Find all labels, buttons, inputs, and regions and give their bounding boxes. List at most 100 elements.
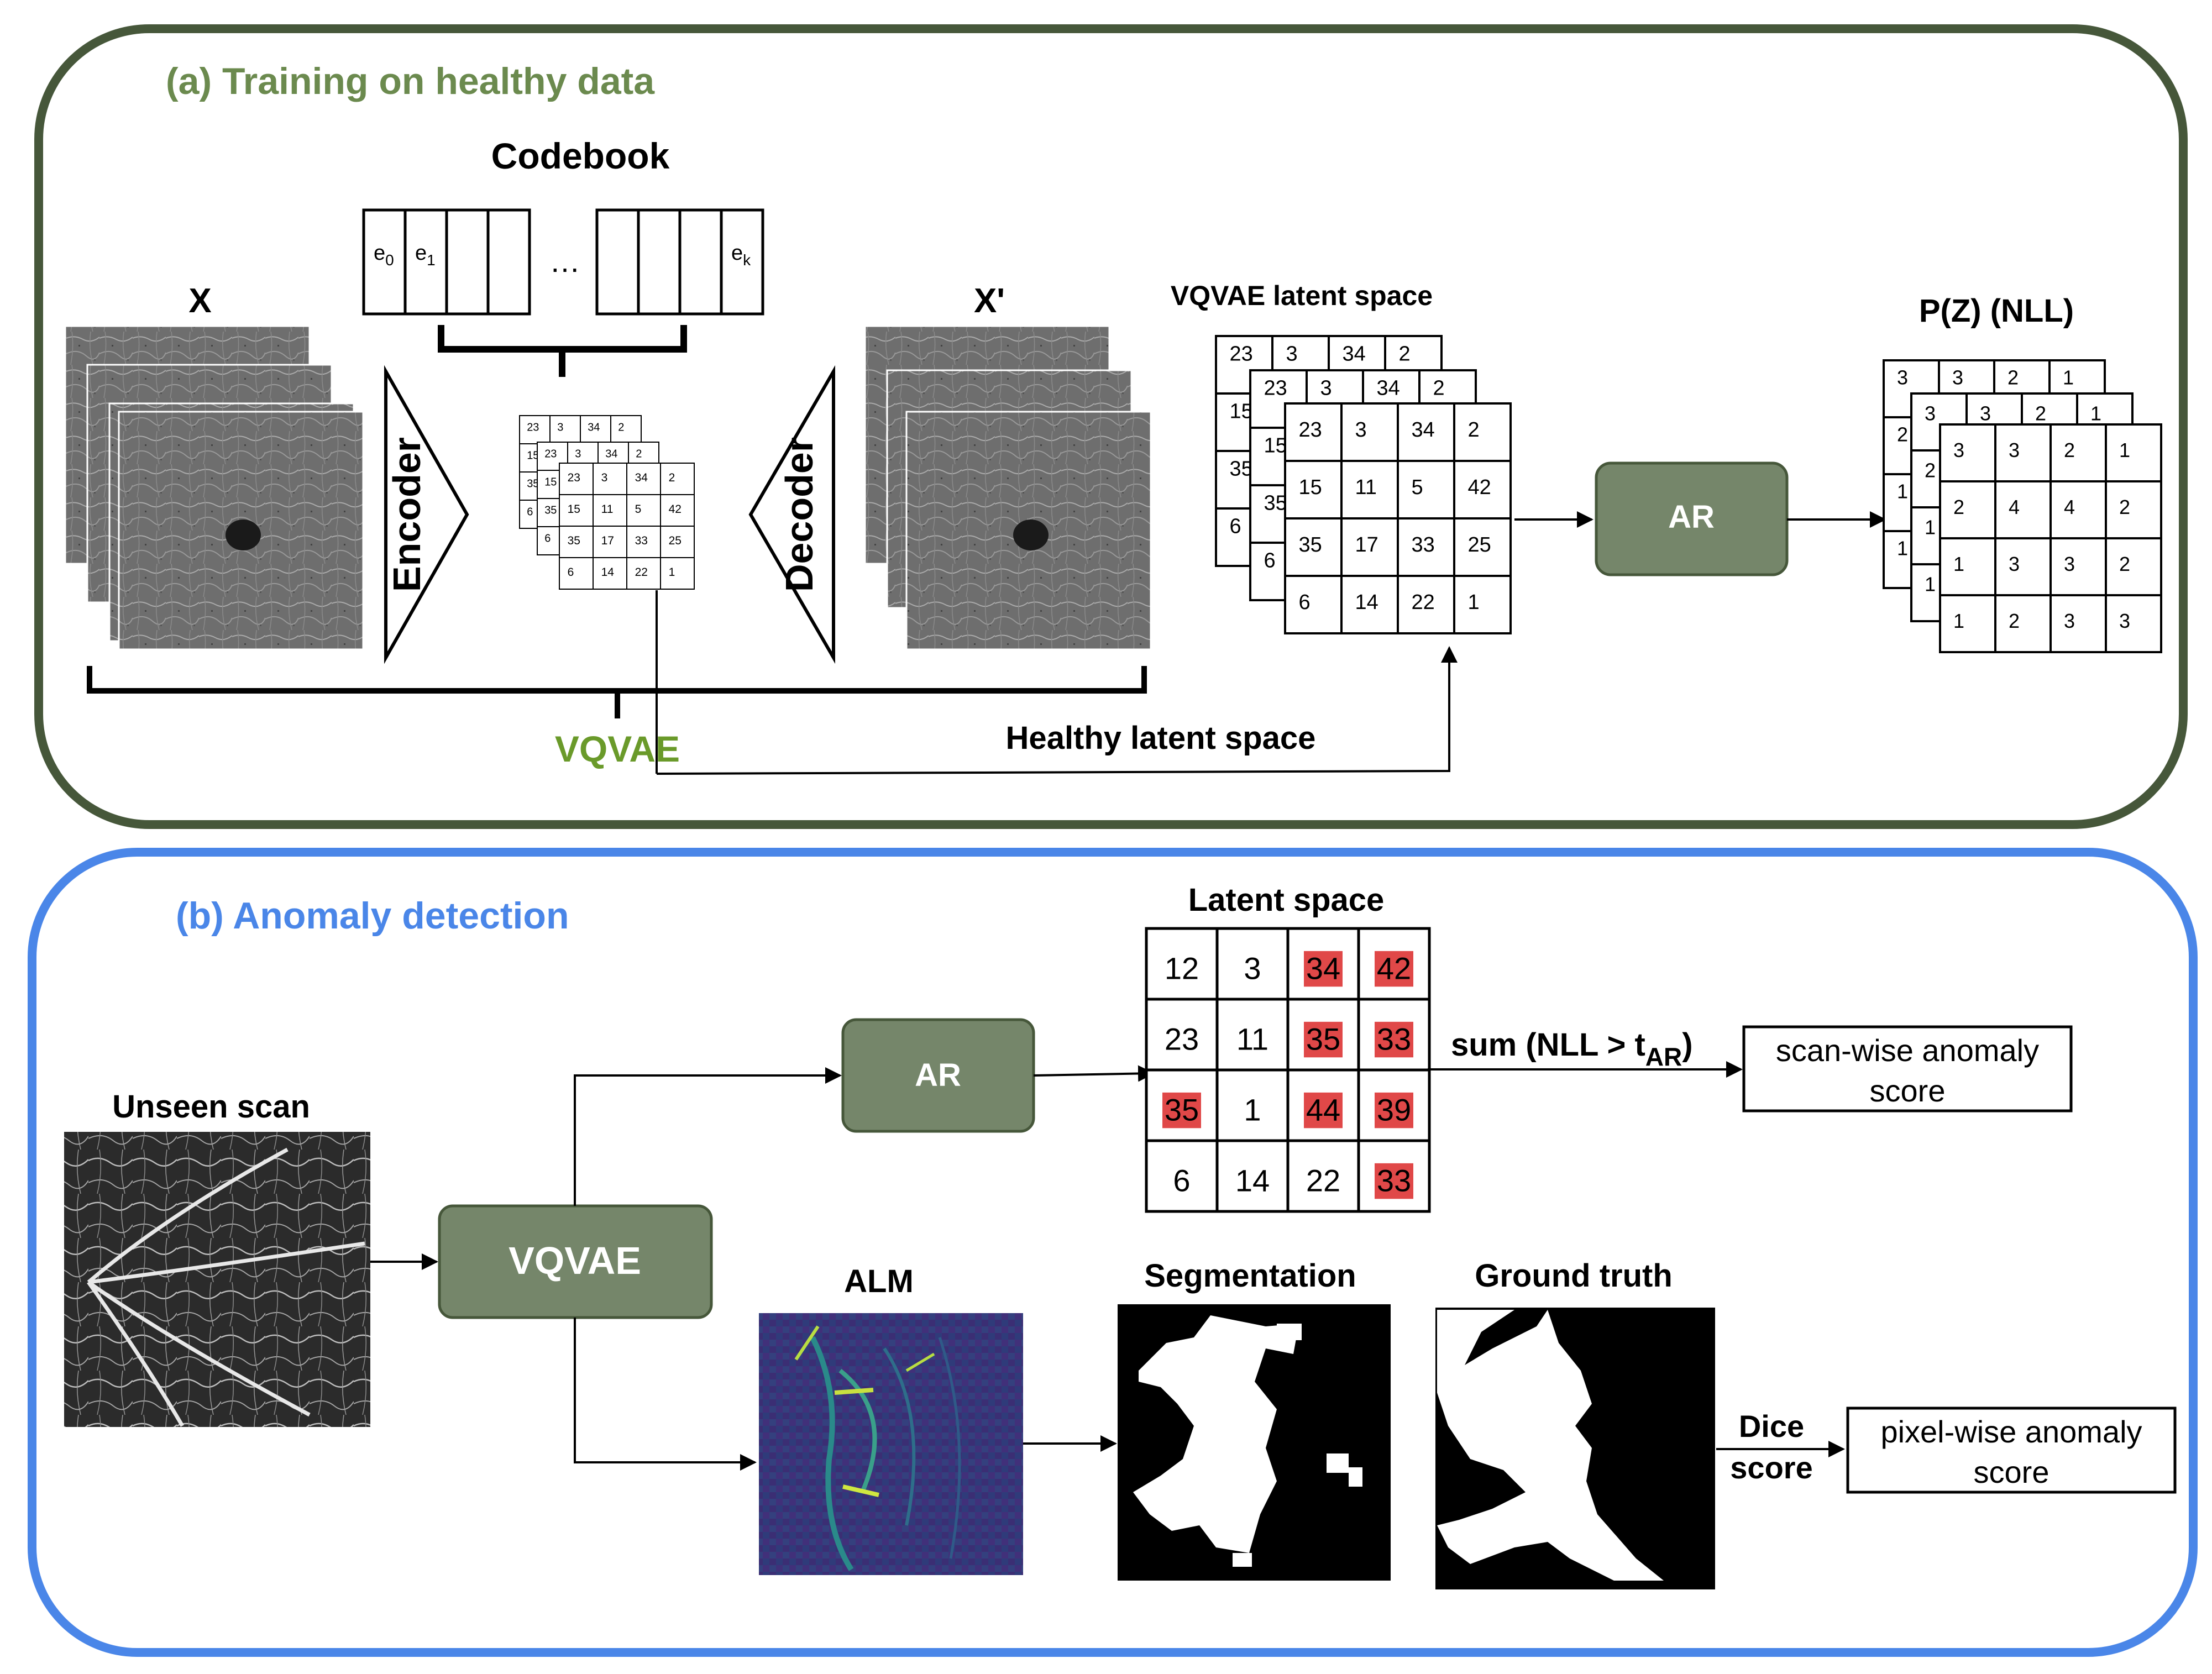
dice-line1: Dice [1739,1409,1804,1444]
small-latent-front-cell: 25 [669,534,682,547]
latent-space-label-b: Latent space [1188,882,1385,918]
scan-wise-score-box: scan-wise anomaly score [1742,1025,2073,1112]
encoded-latent-stack: 2333421511542351733256142212333421511542… [519,415,695,590]
latent-b-cell: 14 [1235,1163,1270,1198]
latent-b-cell: 35 [1165,1092,1199,1127]
x-label: X [188,282,211,320]
latent-b-cell: 34 [1306,951,1340,985]
small-latent-front-cell: 1 [669,566,675,579]
latent-a-mid-cell: 3 [1320,377,1332,400]
decoder-label: Decoder [778,437,821,592]
pz-front-cell: 1 [1953,610,1964,632]
latent-a-front-cell: 25 [1467,533,1491,557]
small-latent-front-cell: 11 [601,503,614,516]
latent-b-highlight [1304,1021,1343,1058]
latent-a-front-cell: 35 [1298,533,1322,557]
codebook-cell [678,208,723,316]
pz-front-cell: 3 [1953,439,1964,461]
pz-back-cell: 1 [1897,480,1908,503]
scan-score-line2: score [1870,1073,1946,1108]
small-latent-back-cell: 3 [557,421,563,433]
codebook-label: Codebook [491,135,670,176]
latent-b-cell: 3 [1244,951,1261,985]
codebook-ellipsis: … [549,244,580,279]
latent-b-cell: 44 [1306,1092,1340,1127]
encoder-block: Encoder [384,365,469,664]
small-latent-front-cell: 3 [601,471,608,484]
pz-front-cell: 1 [1953,553,1964,575]
pz-front-cell: 2 [1953,496,1964,518]
latent-a-front-cell: 2 [1467,418,1479,442]
small-latent-mid-cell: 2 [636,448,642,460]
latent-a-front-cell: 17 [1355,533,1378,557]
pz-front-cell: 2 [2009,610,2020,632]
small-latent-front-cell: 23 [568,471,580,484]
pz-front-cell: 4 [2009,496,2020,518]
healthy-latent-arrow [656,646,1458,775]
encoder-label: Encoder [385,437,428,592]
small-latent-back-cell: 35 [527,477,539,490]
small-latent-mid-cell: 15 [544,476,557,488]
codebook-cell [362,208,407,316]
input-image-stack [64,325,364,650]
x-prime-label: X' [974,282,1005,320]
ar-label-a: AR [1668,499,1715,535]
latent-a-front-cell: 5 [1411,476,1423,499]
vqvae-latent-grid-stack: 2333421511542351733256142212333421511542… [1215,335,1512,634]
decoder-block: Decoder [748,365,835,664]
small-latent-mid-cell: 35 [544,504,557,516]
alm-heatmap [759,1313,1023,1575]
small-latent-front-cell: 6 [568,566,574,579]
latent-a-front-cell: 42 [1467,476,1491,499]
codebook-entry: ek [731,242,751,269]
codebook-entry: e1 [415,242,436,269]
latent-b-cell: 1 [1244,1092,1261,1127]
latent-b-highlight [1375,1021,1413,1058]
latent-b-highlight [1375,951,1413,987]
panel-a-title: (a) Training on healthy data [166,60,655,102]
ar-to-latent-arrow [1033,1065,1155,1082]
latent-a-mid-cell: 15 [1264,434,1287,458]
small-latent-back-cell: 34 [588,421,600,433]
latent-b-cell: 11 [1236,1021,1269,1056]
latent-b-cell: 23 [1165,1021,1199,1056]
pz-front-cell: 2 [2119,553,2130,575]
small-latent-front-cell: 33 [635,534,648,547]
segmentation-mask [1118,1304,1391,1581]
small-latent-mid-cell: 23 [544,448,557,460]
latent-a-front-cell: 34 [1411,418,1434,442]
latent-a-front-cell: 1 [1467,591,1479,614]
pz-front-cell: 2 [2119,496,2130,518]
healthy-latent-label: Healthy latent space [1006,720,1316,756]
vqvae-latent-label: VQVAE latent space [1171,280,1433,311]
latent-b-cell: 33 [1377,1163,1411,1198]
latent-b-highlight [1304,1092,1343,1129]
pz-front-cell: 3 [2009,439,2020,461]
small-latent-mid-cell: 3 [575,448,581,460]
latent-b-highlight [1162,1092,1201,1129]
small-latent-back-cell: 23 [527,421,539,433]
pz-mid-cell: 1 [1925,573,1936,596]
vqvae-label-b: VQVAE [509,1239,641,1282]
alm-label: ALM [844,1263,914,1299]
codebook-cell [637,208,682,316]
pz-back-cell: 3 [1897,366,1908,389]
pz-mid-cell: 1 [2090,402,2101,425]
small-latent-front-cell: 35 [568,534,580,547]
pz-back-cell: 1 [1897,537,1908,560]
small-latent-front-cell: 17 [601,534,614,547]
latent-a-front-cell: 11 [1355,476,1376,499]
vqvae-block-b: VQVAE [438,1204,713,1319]
pz-mid-cell: 1 [1925,516,1936,539]
latent-a-back-cell: 34 [1342,343,1365,366]
latent-b-cell: 39 [1377,1092,1411,1127]
latent-a-front-cell: 3 [1355,418,1366,442]
pz-front-cell: 2 [2064,439,2075,461]
pixel-score-line1: pixel-wise anomaly [1880,1414,2142,1449]
latent-a-front-cell: 14 [1355,591,1378,614]
ground-truth-label: Ground truth [1475,1258,1673,1294]
